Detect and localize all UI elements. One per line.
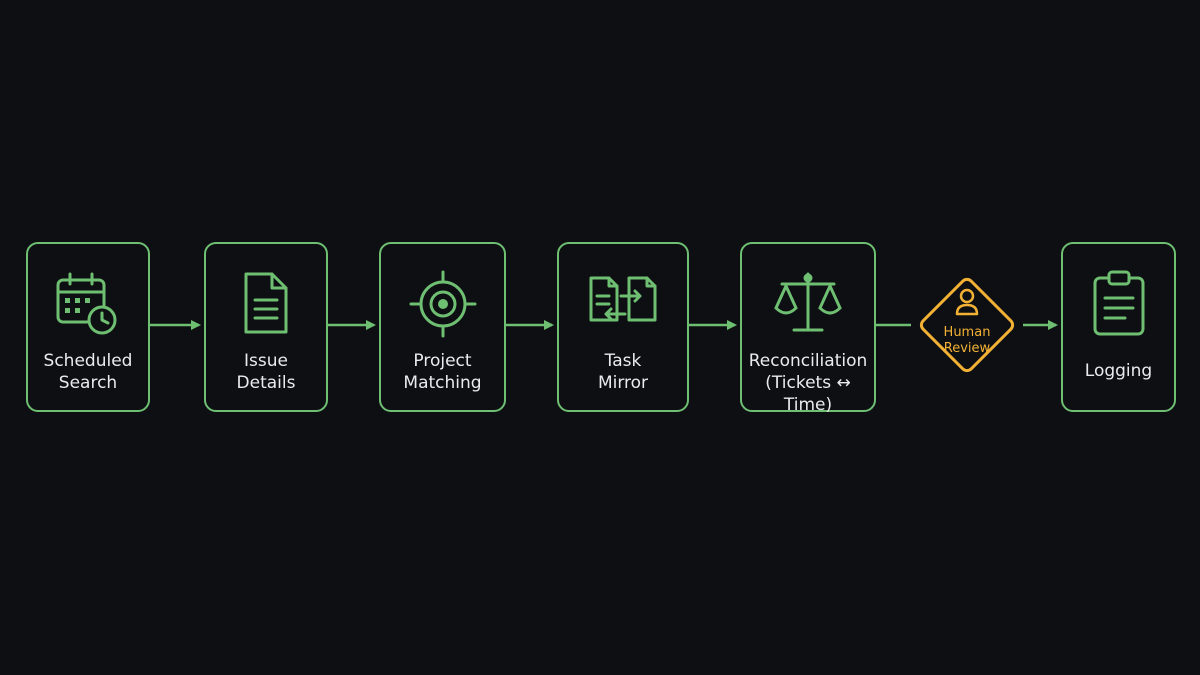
node-reconciliation: Reconciliation (Tickets ↔ Time) xyxy=(740,242,876,415)
document-icon xyxy=(244,272,288,334)
node-logging: Logging xyxy=(1061,242,1176,412)
node-label: Reconciliation (Tickets ↔ Time) xyxy=(748,351,868,415)
node-scheduled-search: Scheduled Search xyxy=(26,242,150,412)
clipboard-icon xyxy=(1093,270,1144,336)
scales-icon xyxy=(774,272,842,332)
calendar-clock-icon xyxy=(56,272,117,335)
node-label: Project Matching xyxy=(403,351,482,393)
node-project-matching: Project Matching xyxy=(379,242,506,412)
node-task-mirror: Task Mirror xyxy=(557,242,689,412)
mirror-documents-icon xyxy=(589,276,657,322)
decision-human-review: Human Review xyxy=(911,269,1023,381)
node-label: Scheduled Search xyxy=(43,351,133,393)
decision-diamond-shape xyxy=(919,277,1015,373)
node-issue-details: Issue Details xyxy=(204,242,328,412)
person-icon xyxy=(955,288,979,316)
node-label: Logging xyxy=(1084,361,1153,381)
node-label: Task Mirror xyxy=(597,351,649,393)
decision-label: Human Review xyxy=(943,325,991,356)
target-icon xyxy=(409,270,476,338)
node-label: Issue Details xyxy=(236,351,296,393)
